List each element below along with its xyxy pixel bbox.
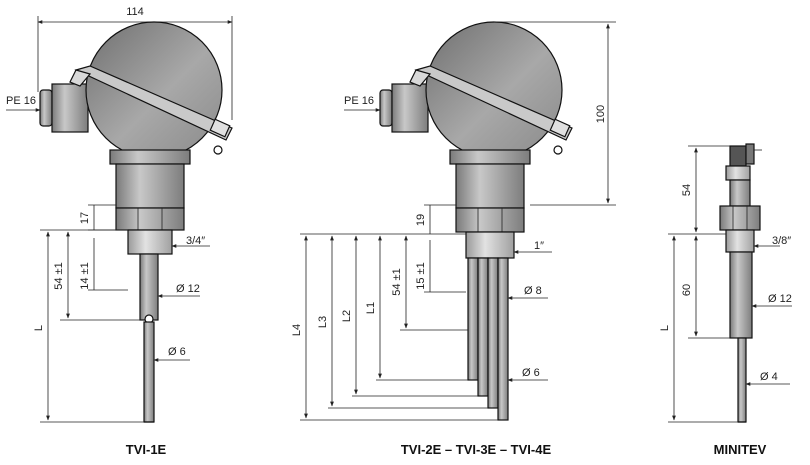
middle-dia-8: Ø 8 <box>524 285 542 297</box>
left-dia-6: Ø 6 <box>168 346 186 358</box>
middle-l1: L1 <box>365 302 377 314</box>
middle-l4: L4 <box>291 324 303 336</box>
right-dia-12: Ø 12 <box>768 293 792 305</box>
left-dia-12: Ø 12 <box>176 283 200 295</box>
right-dia-4: Ø 4 <box>760 371 778 383</box>
left-pe-label: PE 16 <box>6 95 36 107</box>
middle-dim-15: 15 ±1 <box>415 262 427 289</box>
middle-l2: L2 <box>341 310 353 322</box>
right-l-label: L <box>659 325 671 331</box>
middle-dim-54: 54 ±1 <box>391 268 403 295</box>
tvi-234e-drawing: PE 16 100 19 54 ±1 15 ±1 <box>291 21 616 457</box>
tvi-1e-drawing: 114 PE 16 17 5 <box>6 6 233 457</box>
middle-dia-6: Ø 6 <box>522 367 540 379</box>
middle-l3: L3 <box>317 316 329 328</box>
left-l-label: L <box>33 325 45 331</box>
middle-dim-19: 19 <box>415 214 427 226</box>
left-caption: TVI-1E <box>126 442 167 457</box>
left-dim-14: 14 ±1 <box>79 262 91 289</box>
right-thread: 3/8″ <box>772 235 791 247</box>
middle-thread: 1″ <box>534 240 544 252</box>
minitev-drawing: 54 60 L 3/8″ Ø 12 Ø 4 MINITEV <box>659 143 792 457</box>
middle-pe-label: PE 16 <box>344 95 374 107</box>
right-dim-54: 54 <box>681 184 693 196</box>
left-thread-label: 3/4″ <box>186 235 205 247</box>
middle-caption: TVI-2E – TVI-3E – TVI-4E <box>401 442 552 457</box>
right-caption: MINITEV <box>714 442 767 457</box>
middle-dim-100: 100 <box>595 105 607 123</box>
left-dim-17: 17 <box>79 212 91 224</box>
left-width-label: 114 <box>126 6 144 18</box>
left-dim-54: 54 ±1 <box>53 262 65 289</box>
right-dim-60: 60 <box>681 284 693 296</box>
